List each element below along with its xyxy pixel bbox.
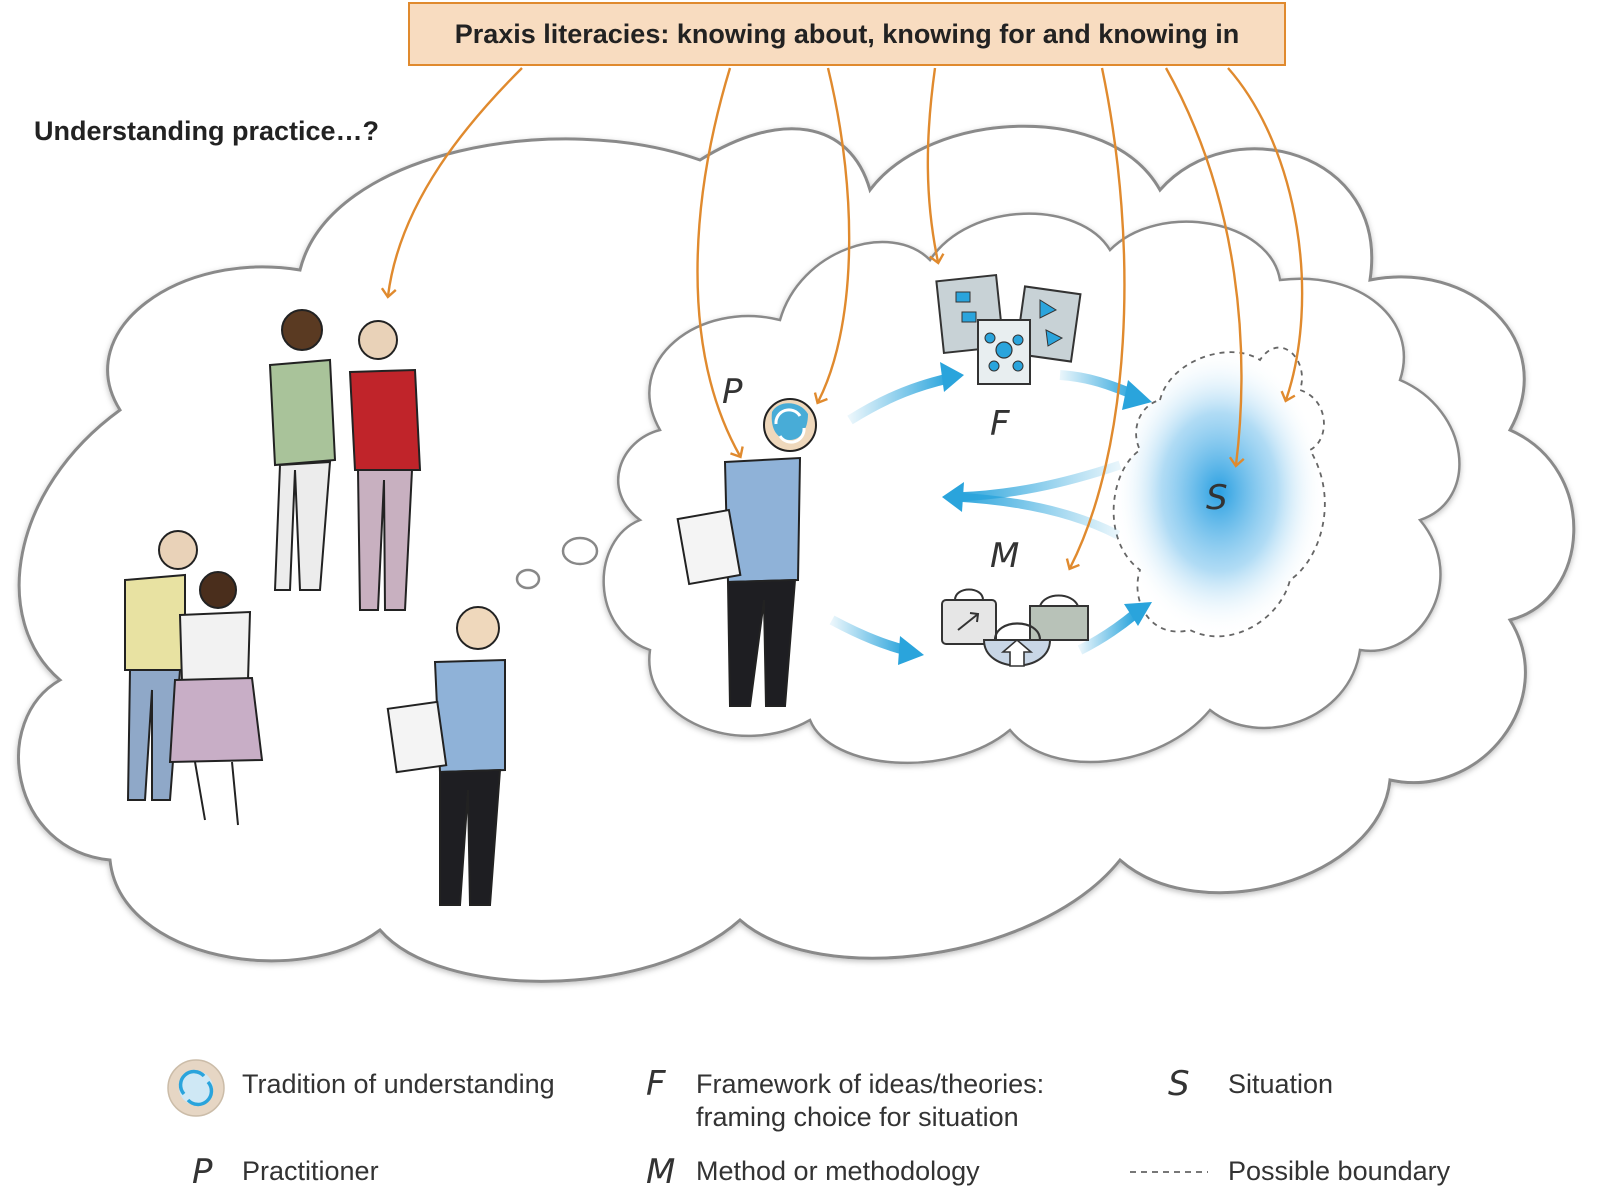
legend-method-symbol: M xyxy=(646,1152,676,1192)
orange-arrow-to-method xyxy=(1065,67,1126,571)
legend-practitioner-symbol: P xyxy=(192,1152,213,1192)
orange-arrow-to-framework xyxy=(926,67,945,265)
orange-arrow-to-group xyxy=(380,67,523,299)
situation-letter: S xyxy=(1206,478,1228,518)
blue-arrow-p-to-f-head xyxy=(940,362,964,392)
legend-framework-line2: framing choice for situation xyxy=(696,1102,1019,1132)
blue-arrow-f-to-s-head xyxy=(1122,380,1152,410)
thought-bubble-large xyxy=(561,536,599,566)
blue-arrow-m-to-s xyxy=(1077,610,1139,655)
legend-tradition: Tradition of understanding xyxy=(242,1069,555,1099)
orange-arrow-to-practitioner xyxy=(696,67,744,459)
orange-arrow-to-situation xyxy=(1164,67,1245,468)
method-letter: M xyxy=(990,536,1020,576)
orange-arrow-to-boundary xyxy=(1227,67,1304,403)
blue-arrow-s-to-p-head xyxy=(942,482,964,512)
orange-arrow-to-tradition xyxy=(813,67,851,405)
blue-arrow-p-to-f xyxy=(847,373,952,425)
legend-framework-line1: Framework of ideas/theories: xyxy=(696,1069,1045,1099)
title-box: Praxis literacies: knowing about, knowin… xyxy=(408,2,1286,66)
situation-boundary xyxy=(1112,346,1326,638)
people-group-illustration xyxy=(124,309,506,906)
framework-letter: F xyxy=(990,404,1010,444)
understanding-practice-heading: Understanding practice…? xyxy=(34,116,380,146)
blue-arrow-s-to-p-lower xyxy=(954,492,1121,539)
method-tools-illustration xyxy=(941,588,1089,667)
title-text: Praxis literacies: knowing about, knowin… xyxy=(454,18,1240,49)
blue-arrow-p-to-m-head xyxy=(898,636,924,665)
legend-framework-symbol: F xyxy=(646,1064,666,1104)
legend-practitioner: Practitioner xyxy=(242,1156,379,1186)
practitioner-letter: P xyxy=(722,372,743,412)
thought-bubble-small xyxy=(515,568,541,590)
framework-documents-illustration xyxy=(935,273,1082,385)
practitioner-illustration xyxy=(676,398,817,707)
legend-boundary: Possible boundary xyxy=(1228,1156,1451,1186)
legend-method: Method or methodology xyxy=(696,1156,980,1186)
legend-situation: Situation xyxy=(1228,1069,1334,1099)
blue-arrow-m-to-s-head xyxy=(1124,602,1152,626)
legend-situation-symbol: S xyxy=(1168,1064,1190,1104)
